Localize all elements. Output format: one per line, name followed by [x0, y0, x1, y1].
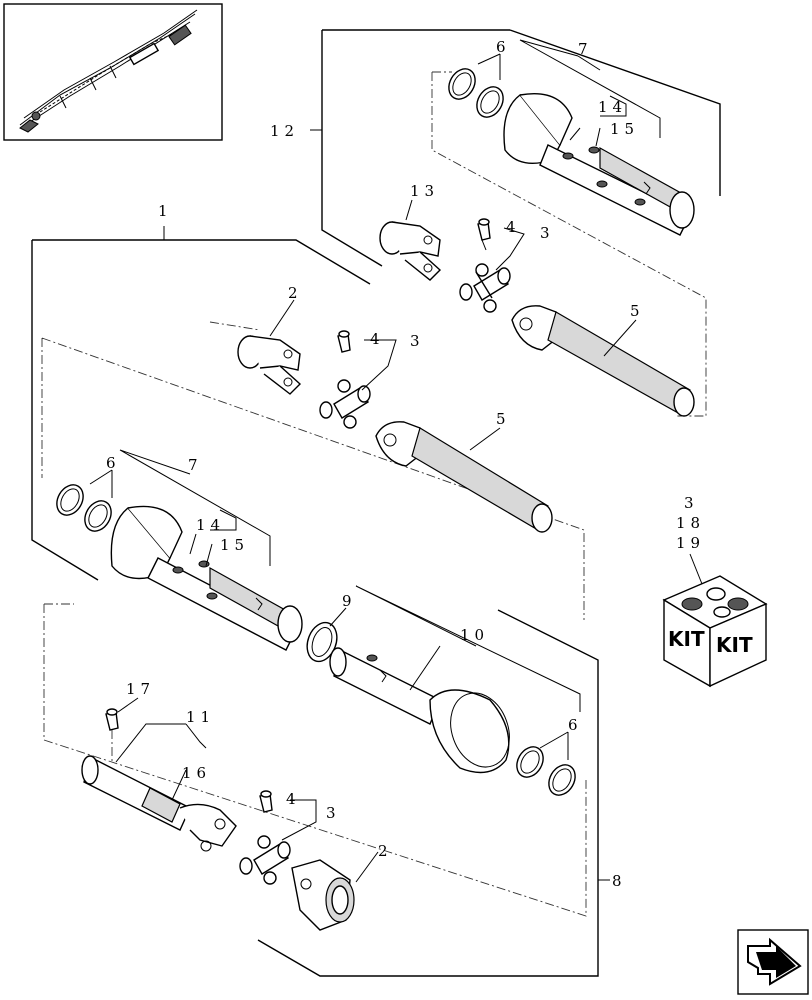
callout-4: 4	[506, 218, 521, 236]
machine-overview-thumbnail-icon	[19, 9, 198, 133]
callout-12: 12	[270, 122, 299, 140]
yoke-2-bottom	[291, 859, 355, 931]
callout-3: 3	[540, 224, 555, 242]
cross-kit-bottom	[239, 835, 291, 885]
cross-kit-mid	[319, 379, 371, 429]
callout-8: 8	[612, 872, 627, 890]
splined-shaft-mid	[375, 421, 553, 533]
callout-3: 3	[326, 804, 341, 822]
guard-cone-left	[110, 505, 303, 651]
next-page-button[interactable]	[737, 929, 809, 995]
kit-ref-19: 19	[676, 534, 705, 552]
callout-7: 7	[188, 456, 203, 474]
grease-fitting-bottom	[259, 790, 273, 813]
callout-6: 6	[496, 38, 511, 56]
callout-11: 11	[186, 708, 215, 726]
snap-rings-left	[56, 484, 112, 532]
next-page-arrow-icon	[747, 937, 802, 986]
splined-shaft-top	[511, 305, 695, 417]
callout-13: 13	[410, 182, 439, 200]
kit-box: 3 18 19 KIT KIT	[662, 494, 768, 688]
callout-16: 16	[182, 764, 211, 782]
callout-6: 6	[568, 716, 583, 734]
snap-rings-right	[516, 746, 576, 796]
callout-1: 1	[158, 202, 173, 220]
callout-3: 3	[410, 332, 425, 350]
bearing-ring-9	[306, 621, 338, 663]
callout-15: 15	[220, 536, 249, 554]
callout-10: 10	[460, 626, 489, 644]
kit-ref-3: 3	[684, 494, 699, 512]
callout-7: 7	[578, 40, 593, 58]
assembly-8-outline	[43, 603, 610, 977]
yoke-2-top	[237, 335, 302, 395]
callout-17: 17	[126, 680, 155, 698]
callout-4: 4	[286, 790, 301, 808]
guard-tube-10	[329, 647, 510, 774]
callout-14: 14	[196, 516, 225, 534]
assembly-12-outline	[310, 29, 721, 417]
callout-labels: 1 2 2 3 3 3 4 4 4 5 5 6 6 6 7 7 8 9 10 1…	[106, 38, 645, 890]
grease-fitting-mid	[337, 330, 351, 353]
guard-cone-top	[503, 93, 695, 236]
grease-fitting-top	[477, 218, 491, 251]
callout-4: 4	[370, 330, 385, 348]
callout-5: 5	[496, 410, 511, 428]
callout-9: 9	[342, 592, 357, 610]
callout-14: 14	[598, 98, 627, 116]
callout-2: 2	[378, 842, 393, 860]
assembly-1-outline	[31, 226, 585, 620]
kit-label-left: KIT	[668, 627, 705, 651]
kit-ref-18: 18	[676, 514, 705, 532]
callout-6: 6	[106, 454, 121, 472]
callout-2: 2	[288, 284, 303, 302]
overview-thumbnail[interactable]	[3, 3, 223, 141]
snap-rings-top	[448, 68, 504, 118]
cross-kit-top	[459, 263, 511, 313]
callout-5: 5	[630, 302, 645, 320]
leader-lines	[89, 39, 661, 883]
inner-shaft-11	[81, 755, 237, 852]
yoke-13	[379, 221, 442, 281]
callout-15: 15	[610, 120, 639, 138]
grease-fitting-17	[105, 708, 119, 762]
kit-label-right: KIT	[716, 633, 753, 657]
